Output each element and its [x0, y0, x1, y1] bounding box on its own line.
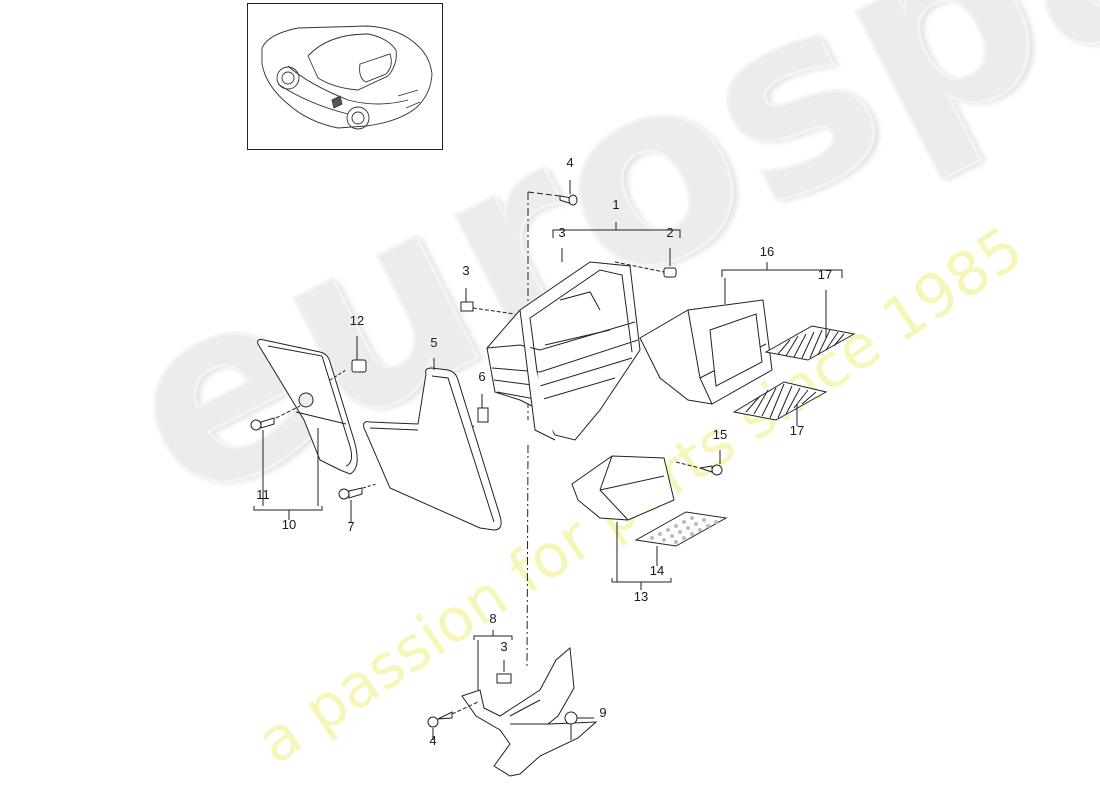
- speed-nut-icon: [460, 301, 474, 312]
- part-number-label-6[interactable]: 6: [478, 369, 486, 384]
- clip-icon: [351, 359, 367, 373]
- storage-insert: [639, 299, 773, 405]
- speed-nut-icon: [477, 407, 489, 423]
- part-number-label-4[interactable]: 4: [566, 155, 574, 170]
- screw-icon: [699, 464, 723, 476]
- screw-icon: [427, 711, 453, 728]
- part-number-label-12[interactable]: 12: [349, 313, 365, 328]
- part-number-label-10[interactable]: 10: [281, 517, 297, 532]
- part-number-label-17[interactable]: 17: [789, 423, 805, 438]
- part-number-label-15[interactable]: 15: [712, 427, 728, 442]
- mounting-bracket: [461, 646, 598, 777]
- part-number-label-9[interactable]: 9: [599, 705, 607, 720]
- part-number-label-4[interactable]: 4: [429, 733, 437, 748]
- part-number-label-13[interactable]: 13: [633, 589, 649, 604]
- part-number-label-7[interactable]: 7: [347, 519, 355, 534]
- clip-nut-icon: [663, 267, 677, 278]
- part-number-label-3[interactable]: 3: [500, 639, 508, 654]
- part-number-label-14[interactable]: 14: [649, 563, 665, 578]
- mat-lower: [732, 381, 828, 421]
- rubber-mat: [634, 511, 728, 547]
- storage-frame: [486, 261, 641, 441]
- part-number-label-11[interactable]: 11: [256, 487, 270, 502]
- part-number-label-17[interactable]: 17: [817, 267, 833, 282]
- mat-upper: [764, 325, 856, 361]
- car-icon: [261, 25, 433, 130]
- part-number-label-16[interactable]: 16: [759, 244, 775, 259]
- nut-icon: [564, 711, 578, 725]
- screw-icon: [250, 417, 275, 431]
- alignment-line-lower: [526, 444, 529, 667]
- part-number-label-3[interactable]: 3: [558, 225, 566, 240]
- speed-nut-icon: [496, 673, 512, 684]
- part-number-label-1[interactable]: 1: [612, 197, 620, 212]
- vehicle-thumbnail[interactable]: [247, 3, 443, 150]
- part-number-label-2[interactable]: 2: [666, 225, 674, 240]
- part-number-label-5[interactable]: 5: [430, 335, 438, 350]
- screw-icon: [338, 487, 363, 500]
- screw-icon: [559, 194, 578, 206]
- side-trim-right: [363, 367, 502, 531]
- part-number-label-3[interactable]: 3: [462, 263, 470, 278]
- part-number-label-8[interactable]: 8: [489, 611, 497, 626]
- storage-tray: [571, 455, 675, 521]
